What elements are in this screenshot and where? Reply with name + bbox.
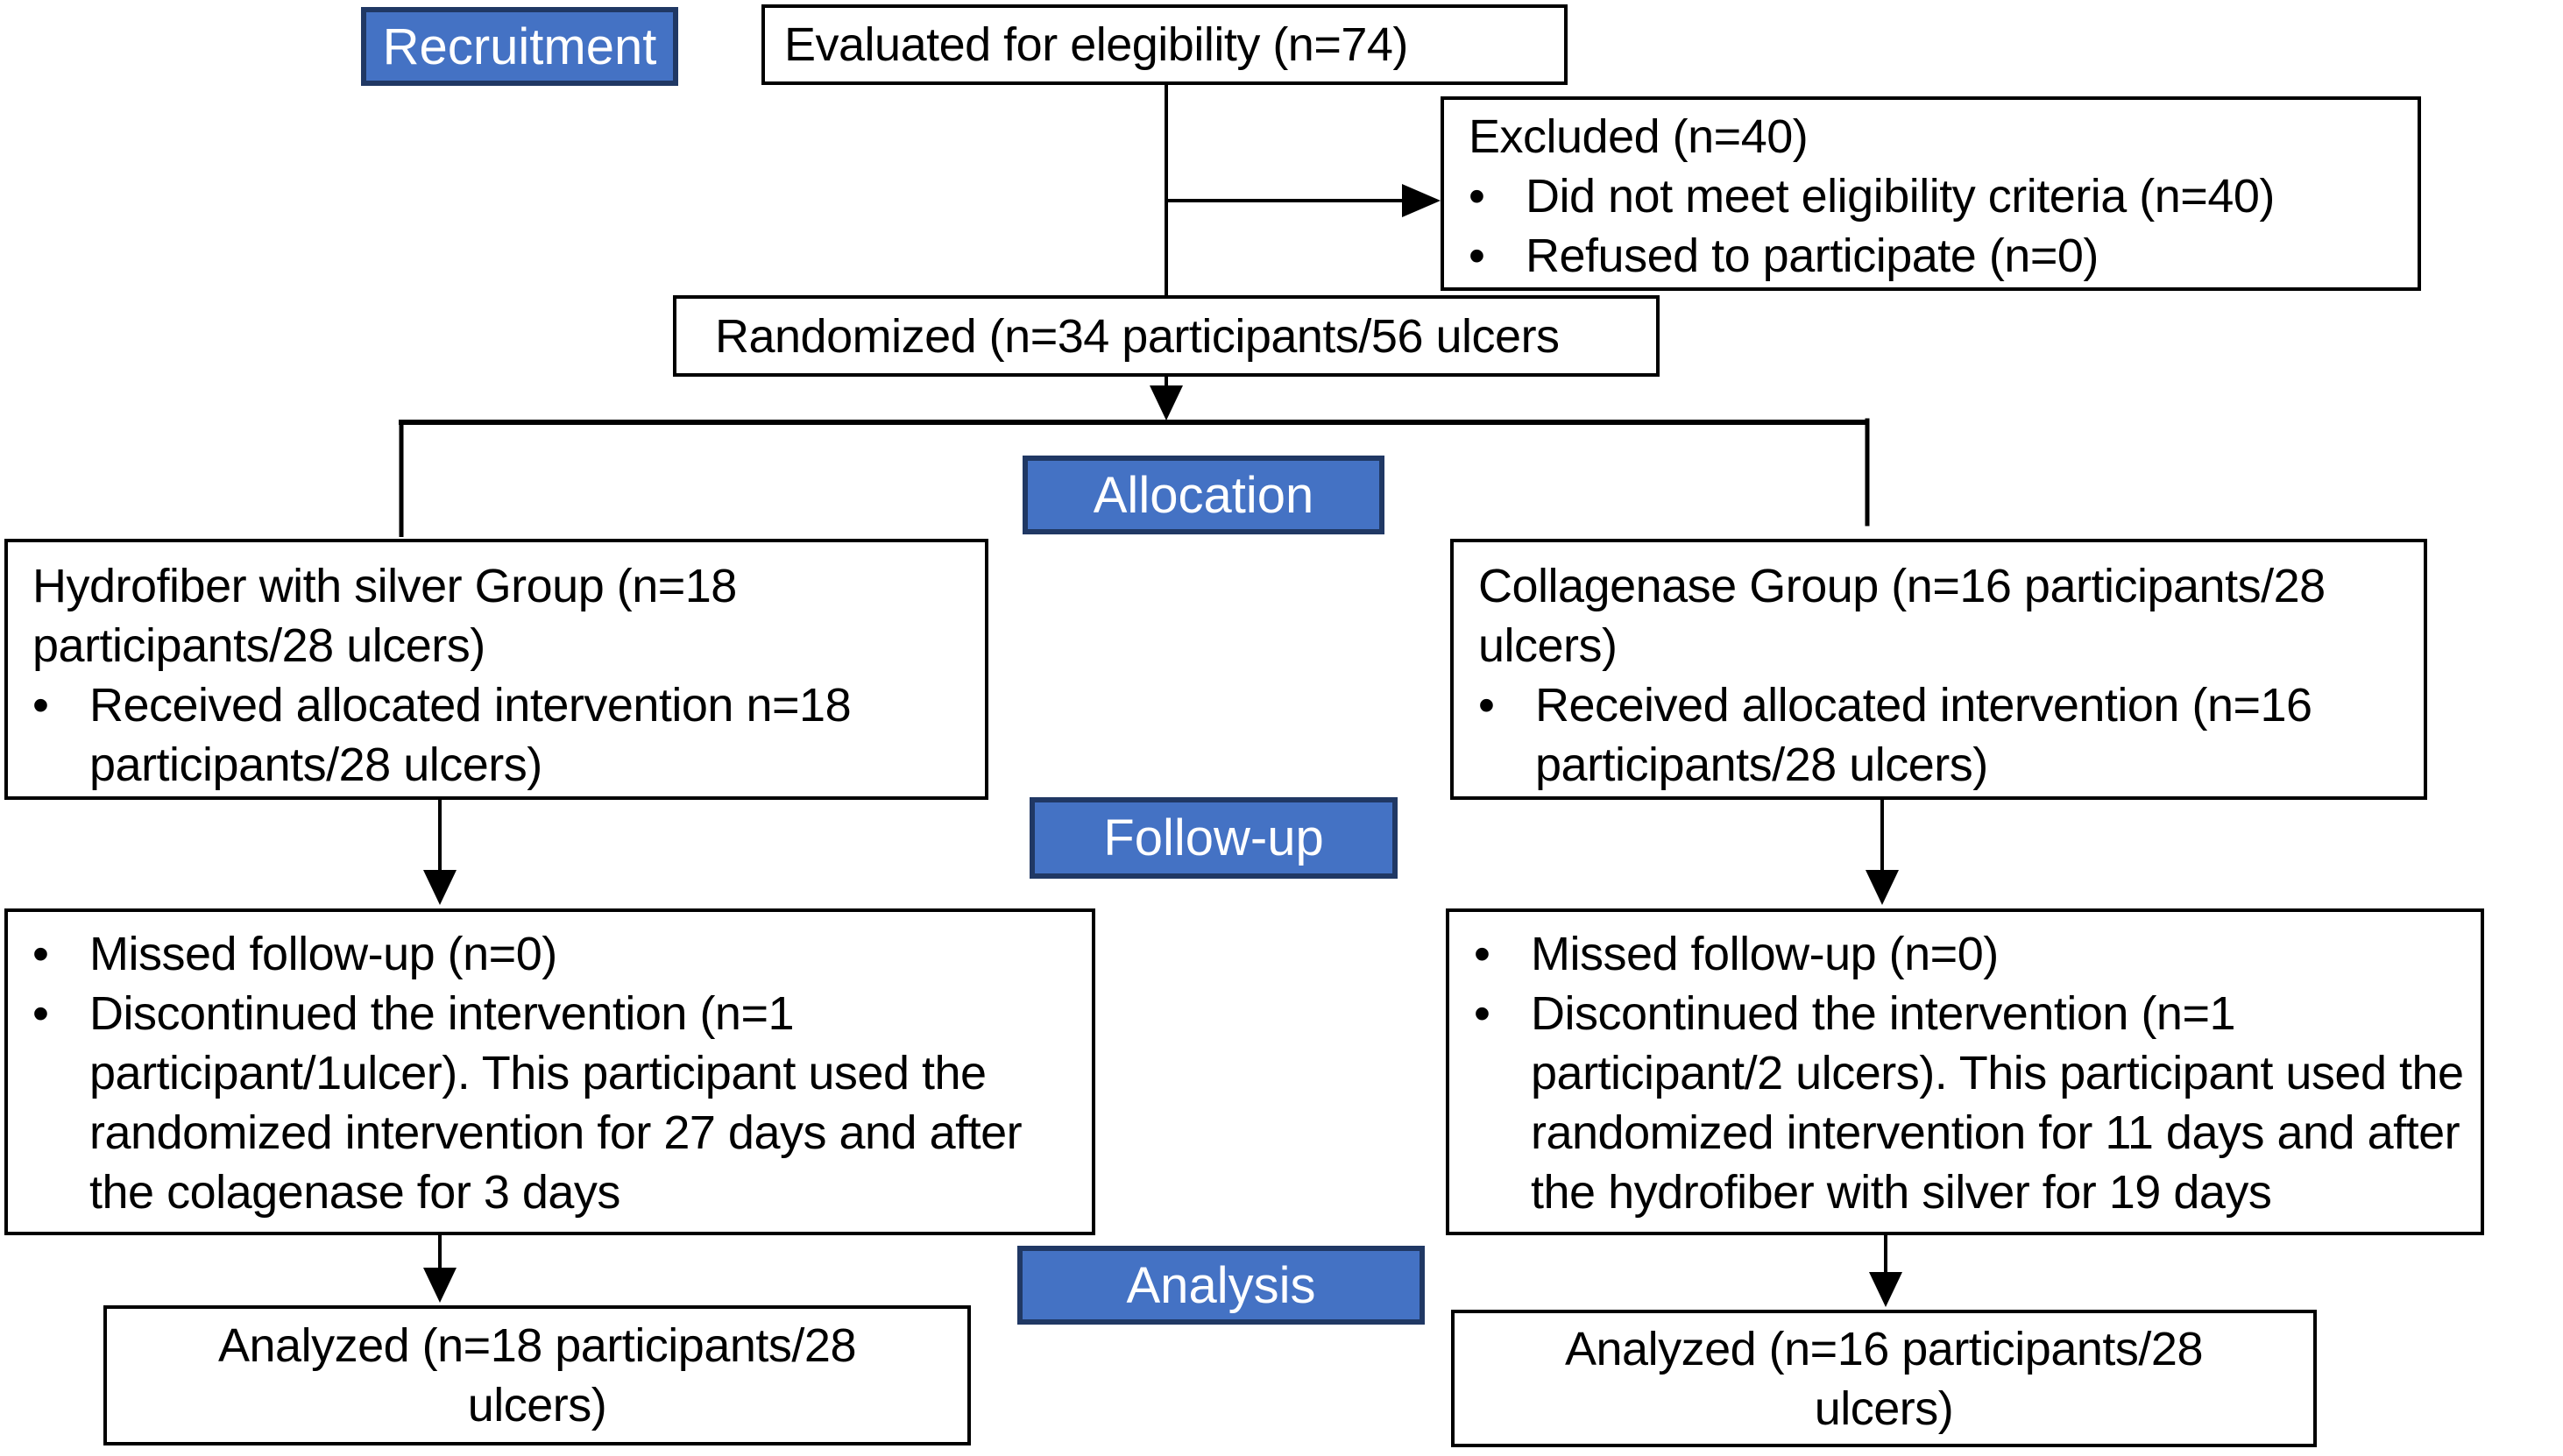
allocation-left-bullet-1: • Received allocated intervention n=18 p… [32,675,976,795]
randomized-text: Randomized (n=34 participants/56 ulcers [715,309,1560,363]
followup-left-bullet-1-text: Missed follow-up (n=0) [89,928,557,980]
allocation-right-bullet-1: • Received allocated intervention (n=16 … [1478,675,2415,795]
excluded-bullet-1-text: Did not meet eligibility criteria (n=40) [1526,170,2275,223]
arrow-randomized-to-branch [1150,377,1183,421]
bullet-icon: • [1478,679,1495,732]
stage-label-allocation-text: Allocation [1093,466,1314,524]
bullet-icon: • [1469,230,1485,282]
excluded-bullet-2-text: Refused to participate (n=0) [1526,230,2099,282]
bullet-icon: • [1474,987,1490,1040]
stage-label-analysis: Analysis [1017,1246,1425,1325]
bullet-icon: • [32,928,49,980]
arrowhead-down-icon [1869,1272,1902,1307]
arrowhead-down-icon [423,1268,457,1303]
followup-left-bullet-2-text: Discontinued the intervention (n=1 parti… [89,987,1023,1219]
stage-label-follow-up: Follow-up [1030,797,1398,879]
arrowhead-down-icon [1150,385,1183,421]
arrow-to-excluded [1166,184,1441,217]
allocation-right-title: Collagenase Group (n=16 participants/28 … [1478,560,2326,672]
arrowhead-down-icon [423,870,457,905]
followup-right-bullet-1-text: Missed follow-up (n=0) [1531,928,1999,980]
arrow-allocright-to-followupright [1866,800,1899,905]
evaluated-box: Evaluated for elegibility (n=74) [761,4,1568,85]
randomized-box: Randomized (n=34 participants/56 ulcers [673,295,1660,377]
arrow-followupright-to-analyzedright [1869,1235,1902,1307]
allocation-right-bullet-1-text: Received allocated intervention (n=16 pa… [1535,679,2312,791]
followup-left-bullet-1: • Missed follow-up (n=0) [32,924,1087,984]
bullet-icon: • [32,987,49,1040]
bullet-icon: • [32,679,49,732]
stage-label-follow-up-text: Follow-up [1103,809,1324,866]
stage-label-recruitment-text: Recruitment [382,18,657,75]
analyzed-right-text: Analyzed (n=16 participants/28 ulcers) [1565,1322,2203,1435]
allocation-left-bullet-1-text: Received allocated intervention n=18 par… [89,679,852,791]
arrowhead-right-icon [1402,184,1441,217]
excluded-title: Excluded (n=40) [1469,110,1809,163]
followup-left-box: • Missed follow-up (n=0) • Discontinued … [4,908,1095,1235]
bullet-icon: • [1474,928,1490,980]
analyzed-right-box: Analyzed (n=16 participants/28 ulcers) [1451,1310,2317,1447]
excluded-bullet-1: • Did not meet eligibility criteria (n=4… [1469,166,2409,226]
followup-right-bullet-2-text: Discontinued the intervention (n=1 parti… [1531,987,2464,1219]
allocation-right-box: Collagenase Group (n=16 participants/28 … [1450,539,2427,800]
stage-label-analysis-text: Analysis [1126,1256,1316,1314]
arrow-followupleft-to-analyzedleft [423,1235,457,1303]
analyzed-left-text: Analyzed (n=18 participants/28 ulcers) [218,1319,856,1431]
followup-left-bullet-2: • Discontinued the intervention (n=1 par… [32,984,1087,1222]
branch-line [399,418,1870,537]
followup-right-bullet-2: • Discontinued the intervention (n=1 par… [1474,984,2475,1222]
excluded-box: Excluded (n=40) • Did not meet eligibili… [1441,96,2421,291]
followup-right-bullet-1: • Missed follow-up (n=0) [1474,924,2475,984]
bullet-icon: • [1469,170,1485,223]
allocation-left-box: Hydrofiber with silver Group (n=18 parti… [4,539,988,800]
stage-label-recruitment: Recruitment [361,7,678,86]
excluded-bullet-2: • Refused to participate (n=0) [1469,226,2409,286]
analyzed-left-box: Analyzed (n=18 participants/28 ulcers) [103,1305,971,1445]
stage-label-allocation: Allocation [1023,456,1384,534]
followup-right-box: • Missed follow-up (n=0) • Discontinued … [1446,908,2484,1235]
allocation-left-title: Hydrofiber with silver Group (n=18 parti… [32,560,737,672]
arrowhead-down-icon [1866,870,1899,905]
evaluated-text: Evaluated for elegibility (n=74) [784,18,1408,71]
arrow-allocleft-to-followupleft [423,800,457,905]
